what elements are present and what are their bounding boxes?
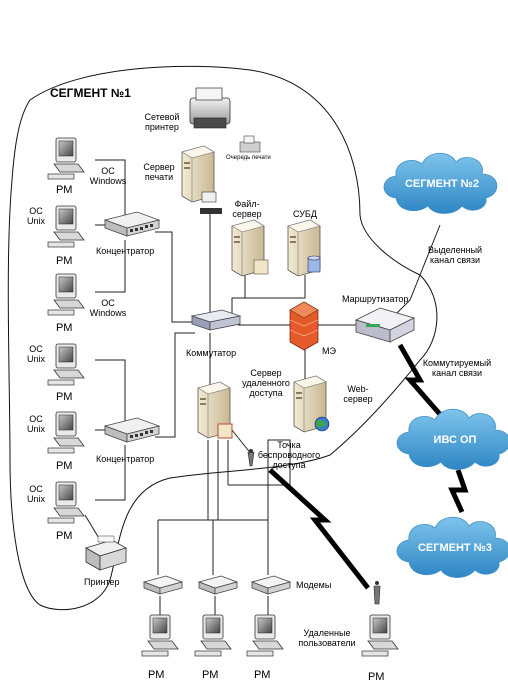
antenna-icon [373,581,381,605]
pc-icon [47,137,85,180]
pm-label: РМ [56,184,73,196]
router-label: Маршрутизатор [342,294,409,304]
modems-label: Модемы [296,580,332,590]
hub-icon [104,211,160,237]
network-printer-icon [189,87,231,129]
pm-label: РМ [368,671,385,683]
hub-bottom-label: Концентратор [96,454,155,464]
hub-icon [104,417,160,443]
file-server-label: Файл-сервер [232,199,262,219]
switch-label: Коммутатор [186,348,237,358]
wireless-links [268,343,469,590]
pc-icon [361,614,399,657]
pc-icon [194,614,232,657]
hub-top-label: Концентратор [96,246,155,256]
firewall-icon [289,301,319,351]
pc-icon [47,411,85,454]
web-server-label: Web-сервер [343,384,373,404]
pc-icon [47,481,85,524]
pm-label: РМ [254,669,271,681]
pm-label: РМ [56,460,73,472]
pc-icon [246,614,284,657]
pc-icon [47,343,85,386]
pm-label: РМ [202,669,219,681]
pm-label: РМ [56,255,73,267]
print-queue-label: Очередь печати [226,155,271,161]
printer-label: Принтер [84,577,120,587]
database-icon [307,255,321,273]
modem-icon [198,575,238,595]
pc-icon [47,273,85,316]
pc-icon [47,205,85,248]
router-icon [354,307,416,343]
dbms-label: СУБД [293,209,317,219]
pm-label: РМ [56,530,73,542]
modem-icon [251,575,291,595]
segment-3-label: СЕГМЕНТ №3 [417,542,493,554]
pm-label: РМ [56,391,73,403]
pc-icon [141,614,179,657]
printer-icon [84,535,128,571]
switch-icon [190,309,242,331]
modem-bank-icon [217,423,233,439]
modem-icon [143,575,183,595]
firewall-label: МЭ [322,346,336,356]
globe-icon [314,416,330,432]
segment-1-boundary [7,65,438,611]
ivs-op-label: ИВС ОП [433,434,477,446]
print-queue-icon [239,135,261,153]
pm-label: РМ [56,322,73,334]
pm-label: РМ [148,669,165,681]
segment-1-title: СЕГМЕНТ №1 [50,86,131,100]
print-server-doc-icon [200,191,222,214]
file-folder-icon [253,259,269,275]
segment-2-label: СЕГМЕНТ №2 [404,178,480,190]
access-point-icon [247,449,255,467]
